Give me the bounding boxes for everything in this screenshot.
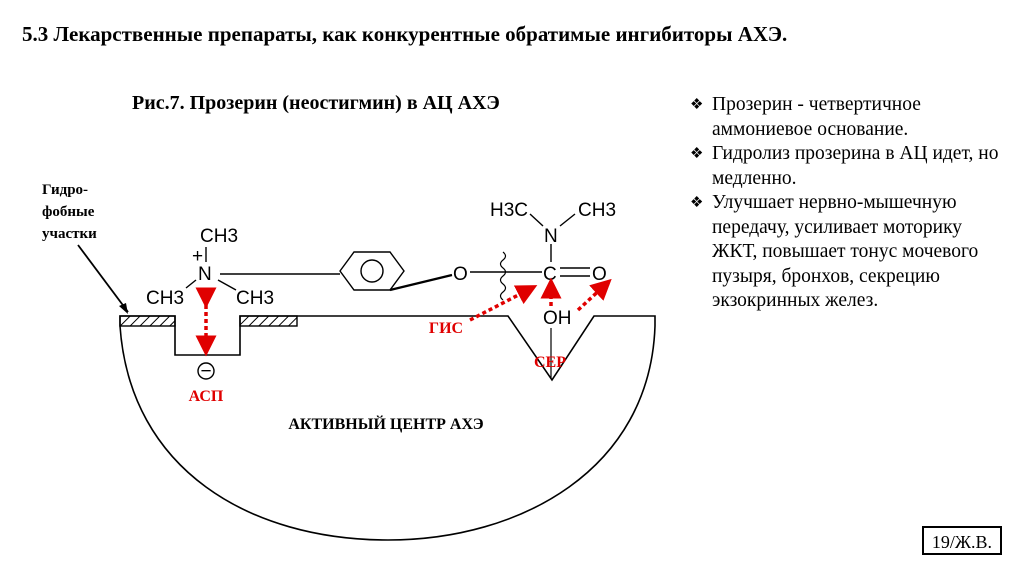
hydrophobic-label-3: участки xyxy=(42,226,97,242)
asp-charge: − xyxy=(200,361,211,382)
methyl-top: CH3 xyxy=(200,226,238,247)
benzene-ring xyxy=(339,251,405,291)
methyl-amide-right: CH3 xyxy=(578,200,616,221)
hydrophobic-label-2: фобные xyxy=(42,204,95,220)
bullet-item: ❖ Прозерин - четвертичное аммониевое осн… xyxy=(690,93,1010,142)
asp-label: АСП xyxy=(189,388,224,405)
bullet-item: ❖ Улучшает нервно-мышечную передачу, уси… xyxy=(690,191,1010,314)
diamond-bullet-icon: ❖ xyxy=(690,146,704,162)
charge-plus: + xyxy=(192,246,203,267)
bullet-text: Улучшает нервно-мышечную передачу, усили… xyxy=(712,192,979,311)
negative-charge-icon xyxy=(197,362,215,380)
atom-n-amide: N xyxy=(544,226,558,247)
atom-n-plus: N xyxy=(198,264,212,285)
figure-caption: Рис.7. Прозерин (неостигмин) в АЦ АХЭ xyxy=(132,92,500,114)
diamond-bullet-icon: ❖ xyxy=(690,195,704,211)
active-center-label: АКТИВНЫЙ ЦЕНТР АХЭ xyxy=(288,414,483,433)
bullet-text: Прозерин - четвертичное аммониевое основ… xyxy=(712,94,921,140)
bullet-text: Гидролиз прозерина в АЦ идет, но медленн… xyxy=(712,143,999,189)
methyl-left: CH3 xyxy=(146,288,184,309)
enzyme-surface xyxy=(119,315,656,541)
his-interaction-arrow xyxy=(469,285,538,322)
bullet-item: ❖ Гидролиз прозерина в АЦ идет, но медле… xyxy=(690,142,1010,191)
cleavage-wavy-line xyxy=(499,251,507,301)
hydrophobic-pointer-arrow xyxy=(77,244,129,313)
diamond-bullet-icon: ❖ xyxy=(690,97,704,113)
oh-carbonyl-arrow xyxy=(576,278,612,312)
page-number-label: 19/Ж.В. xyxy=(922,526,1002,555)
hydrophobic-patch-left xyxy=(119,315,176,327)
ser-label: СЕР xyxy=(534,354,566,371)
his-label: ГИС xyxy=(429,320,463,337)
atom-o-carbonyl: O xyxy=(592,264,607,285)
hydrophobic-label-1: Гидро- xyxy=(42,182,88,198)
methyl-amide-left: H3C xyxy=(490,200,528,221)
hydrophobic-patch-right xyxy=(239,315,298,327)
slide-title: 5.3 Лекарственные препараты, как конкуре… xyxy=(22,22,788,46)
bullet-list: ❖ Прозерин - четвертичное аммониевое осн… xyxy=(690,93,1010,314)
atom-o-ester: O xyxy=(453,264,468,285)
serine-hydroxyl: OH xyxy=(543,308,572,329)
methyl-right: CH3 xyxy=(236,288,274,309)
atom-c-carbonyl: C xyxy=(543,264,557,285)
